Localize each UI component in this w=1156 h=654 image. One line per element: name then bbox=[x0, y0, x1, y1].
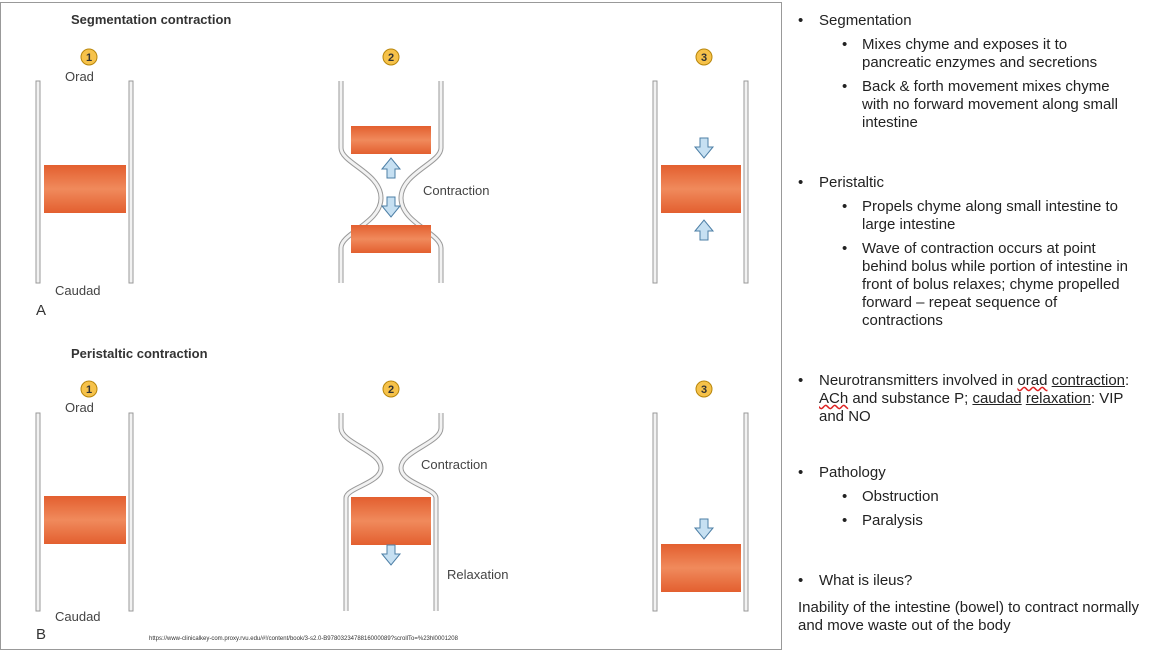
seg-step-2-badge: 2 bbox=[382, 48, 400, 66]
bullet-segmentation-heading: Segmentation bbox=[819, 12, 912, 29]
bullet-dot: • bbox=[798, 572, 804, 589]
neurotransmitters-text: Neurotransmitters involved in orad contr… bbox=[819, 372, 1130, 425]
caudad-term: caudad bbox=[972, 390, 1022, 407]
svg-text:3: 3 bbox=[701, 52, 707, 64]
notes-panel: • Segmentation • Mixes chyme and exposes… bbox=[790, 6, 1150, 646]
per-bolus-2 bbox=[351, 497, 431, 545]
per-step-3-badge: 3 bbox=[695, 380, 713, 398]
per-arrow-down-2 bbox=[381, 544, 401, 566]
bullet-pathology-heading: Pathology bbox=[819, 464, 886, 481]
seg-arrow-down-3 bbox=[694, 137, 714, 159]
orad-term: orad bbox=[1017, 372, 1048, 389]
svg-text:3: 3 bbox=[701, 384, 707, 396]
svg-text:2: 2 bbox=[388, 52, 394, 64]
per-arrow-down-3 bbox=[694, 518, 714, 540]
seg-bolus-3 bbox=[661, 165, 741, 213]
panel-letter-a: A bbox=[36, 302, 46, 319]
seg-arrow-up bbox=[381, 157, 401, 179]
per-tube-1 bbox=[35, 412, 134, 612]
per-tube-2 bbox=[338, 413, 444, 611]
per-step-2-badge: 2 bbox=[382, 380, 400, 398]
bullet-dot: • bbox=[798, 464, 804, 481]
seg-bolus-2-lower bbox=[351, 225, 431, 253]
svg-text:1: 1 bbox=[86, 52, 92, 64]
per-orad-label: Orad bbox=[65, 400, 94, 415]
intestinal-motility-figure: Segmentation contraction 1 2 3 Orad Caud… bbox=[0, 2, 782, 650]
seg-contraction-label: Contraction bbox=[423, 183, 489, 198]
seg-orad-label: Orad bbox=[65, 69, 94, 84]
seg-tube-3 bbox=[652, 80, 749, 284]
svg-text:1: 1 bbox=[86, 384, 92, 396]
seg-tube-2 bbox=[338, 81, 444, 283]
per-caudad-label: Caudad bbox=[55, 609, 101, 624]
per-tube-3 bbox=[652, 412, 749, 612]
seg-step-3-badge: 3 bbox=[695, 48, 713, 66]
seg-tube-1 bbox=[35, 80, 134, 284]
svg-text:2: 2 bbox=[388, 384, 394, 396]
per-bolus-3 bbox=[661, 544, 741, 592]
seg-arrow-down bbox=[381, 196, 401, 218]
per-relaxation-label: Relaxation bbox=[447, 567, 508, 582]
seg-arrow-up-3 bbox=[694, 219, 714, 241]
source-url[interactable]: https://www-clinicalkey-com.proxy.rvu.ed… bbox=[149, 636, 459, 642]
bullet-peristaltic-heading: Peristaltic bbox=[819, 174, 885, 191]
bullet-dot: • bbox=[798, 12, 804, 29]
seg-caudad-label: Caudad bbox=[55, 283, 101, 298]
bullet-dot: • bbox=[798, 372, 804, 389]
peristaltic-title: Peristaltic contraction bbox=[71, 346, 208, 361]
segmentation-title: Segmentation contraction bbox=[71, 12, 231, 27]
relaxation-term: relaxation bbox=[1025, 390, 1091, 407]
contraction-term: contraction bbox=[1051, 372, 1125, 389]
panel-letter-b: B bbox=[36, 626, 46, 643]
seg-bolus-2-upper bbox=[351, 126, 431, 154]
figure-svg: Segmentation contraction 1 2 3 Orad Caud… bbox=[35, 12, 749, 643]
per-bolus-1 bbox=[44, 496, 126, 544]
seg-bolus-1 bbox=[44, 165, 126, 213]
ileus-definition: Inability of the intestine (bowel) to co… bbox=[798, 599, 1139, 634]
ach-term: ACh bbox=[819, 390, 849, 407]
bullet-dot: • bbox=[798, 174, 804, 191]
per-contraction-label: Contraction bbox=[421, 457, 487, 472]
per-step-1-badge: 1 bbox=[80, 380, 98, 398]
seg-step-1-badge: 1 bbox=[80, 48, 98, 66]
bullet-ileus-heading: What is ileus? bbox=[819, 572, 913, 589]
